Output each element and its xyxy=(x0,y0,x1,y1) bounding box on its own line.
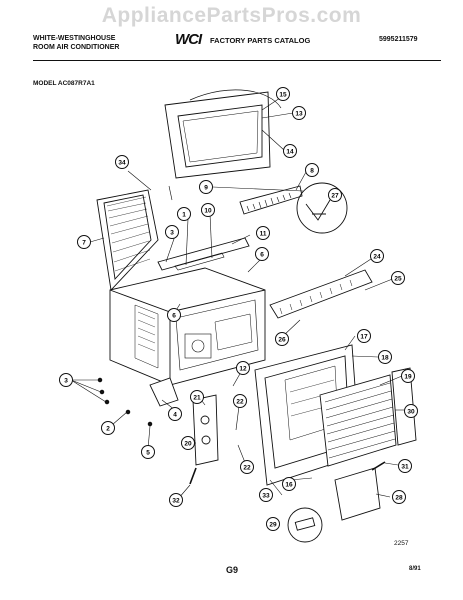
control-panel xyxy=(192,394,219,466)
svg-text:22: 22 xyxy=(243,465,251,472)
svg-text:5: 5 xyxy=(146,450,150,457)
air-deflector xyxy=(269,269,373,319)
callout-10: 10 xyxy=(201,203,215,217)
callout-2: 2 xyxy=(101,421,115,435)
callouts: 1 2 3 3 4 5 6 6 7 8 9 10 11 12 13 14 15 … xyxy=(59,87,418,531)
svg-text:6: 6 xyxy=(260,252,264,259)
clip-detail xyxy=(296,182,348,234)
callout-11: 11 xyxy=(256,226,270,240)
callout-21: 21 xyxy=(190,390,204,404)
callout-29: 29 xyxy=(266,517,280,531)
svg-text:7: 7 xyxy=(82,240,86,247)
svg-text:32: 32 xyxy=(172,498,180,505)
callout-30: 30 xyxy=(404,404,418,418)
callout-13: 13 xyxy=(292,106,306,120)
header-rule xyxy=(33,60,441,61)
catalog-title: FACTORY PARTS CATALOG xyxy=(210,36,311,45)
callout-4: 4 xyxy=(168,407,182,421)
callout-3b: 3 xyxy=(165,225,179,239)
fasteners xyxy=(97,377,386,485)
filter-panel xyxy=(96,189,159,291)
base-bracket xyxy=(149,377,179,407)
callout-25: 25 xyxy=(391,271,405,285)
svg-text:19: 19 xyxy=(404,374,412,381)
model-label: MODEL AC087R7A1 xyxy=(33,80,95,87)
svg-text:20: 20 xyxy=(184,441,192,448)
callout-15: 15 xyxy=(276,87,290,101)
wci-logo: WCI xyxy=(175,31,202,48)
callout-3a: 3 xyxy=(59,373,73,387)
svg-text:4: 4 xyxy=(173,412,177,419)
svg-text:25: 25 xyxy=(394,276,402,283)
callout-32: 32 xyxy=(169,493,183,507)
callout-28: 28 xyxy=(392,490,406,504)
svg-text:11: 11 xyxy=(260,231,267,238)
callout-7: 7 xyxy=(77,235,91,249)
cabinet xyxy=(109,267,266,386)
diagram-code: 2257 xyxy=(394,540,409,547)
callout-6a: 6 xyxy=(255,247,269,261)
svg-text:21: 21 xyxy=(193,395,201,402)
callout-33: 33 xyxy=(259,488,273,502)
callout-16: 16 xyxy=(282,477,296,491)
callout-26: 26 xyxy=(275,332,289,346)
front-grille-top xyxy=(164,89,282,179)
brand-line-1: WHITE-WESTINGHOUSE xyxy=(33,35,116,42)
svg-text:3: 3 xyxy=(170,230,174,237)
svg-text:34: 34 xyxy=(118,160,126,167)
callout-6b: 6 xyxy=(167,308,181,322)
svg-text:33: 33 xyxy=(262,493,270,500)
top-rail xyxy=(157,237,250,271)
callout-34: 34 xyxy=(115,155,129,169)
svg-text:29: 29 xyxy=(269,522,277,529)
svg-text:14: 14 xyxy=(286,149,294,156)
svg-text:2: 2 xyxy=(106,426,110,433)
svg-text:30: 30 xyxy=(407,409,415,416)
brand-block: WHITE-WESTINGHOUSE ROOM AIR CONDITIONER xyxy=(33,34,119,52)
svg-text:13: 13 xyxy=(295,111,303,118)
svg-text:18: 18 xyxy=(381,355,389,362)
svg-text:8: 8 xyxy=(310,168,314,175)
svg-text:28: 28 xyxy=(395,495,403,502)
svg-text:24: 24 xyxy=(373,254,381,261)
callout-20: 20 xyxy=(181,436,195,450)
svg-text:15: 15 xyxy=(279,92,287,99)
louver-assembly xyxy=(319,367,417,467)
bottom-cover xyxy=(334,467,381,521)
svg-text:6: 6 xyxy=(172,313,176,320)
callout-14: 14 xyxy=(283,144,297,158)
svg-text:26: 26 xyxy=(278,337,286,344)
svg-text:31: 31 xyxy=(401,464,409,471)
brand-line-2: ROOM AIR CONDITIONER xyxy=(33,44,120,51)
callout-1: 1 xyxy=(177,207,191,221)
callout-19: 19 xyxy=(401,369,415,383)
top-vent-strip xyxy=(239,185,303,215)
svg-text:12: 12 xyxy=(239,366,247,373)
svg-text:17: 17 xyxy=(360,334,368,341)
callout-12: 12 xyxy=(236,361,250,375)
catalog-number: 5995211579 xyxy=(379,36,418,43)
svg-text:3: 3 xyxy=(64,378,68,385)
hinge-detail xyxy=(287,507,323,543)
svg-text:10: 10 xyxy=(204,208,212,215)
callout-8: 8 xyxy=(305,163,319,177)
callout-18: 18 xyxy=(378,350,392,364)
svg-text:1: 1 xyxy=(182,212,186,219)
callout-9: 9 xyxy=(199,180,213,194)
svg-text:16: 16 xyxy=(285,482,293,489)
callout-27: 27 xyxy=(328,188,342,202)
callout-5: 5 xyxy=(141,445,155,459)
svg-text:9: 9 xyxy=(204,185,208,192)
date-code: 8/91 xyxy=(409,566,421,572)
svg-text:27: 27 xyxy=(331,193,339,200)
callout-22a: 22 xyxy=(233,394,247,408)
callout-22b: 22 xyxy=(240,460,254,474)
callout-31: 31 xyxy=(398,459,412,473)
watermark: AppliancePartsPros.com xyxy=(101,4,362,27)
callout-17: 17 xyxy=(357,329,371,343)
callout-24: 24 xyxy=(370,249,384,263)
page-code: G9 xyxy=(226,565,239,575)
svg-text:22: 22 xyxy=(236,399,244,406)
